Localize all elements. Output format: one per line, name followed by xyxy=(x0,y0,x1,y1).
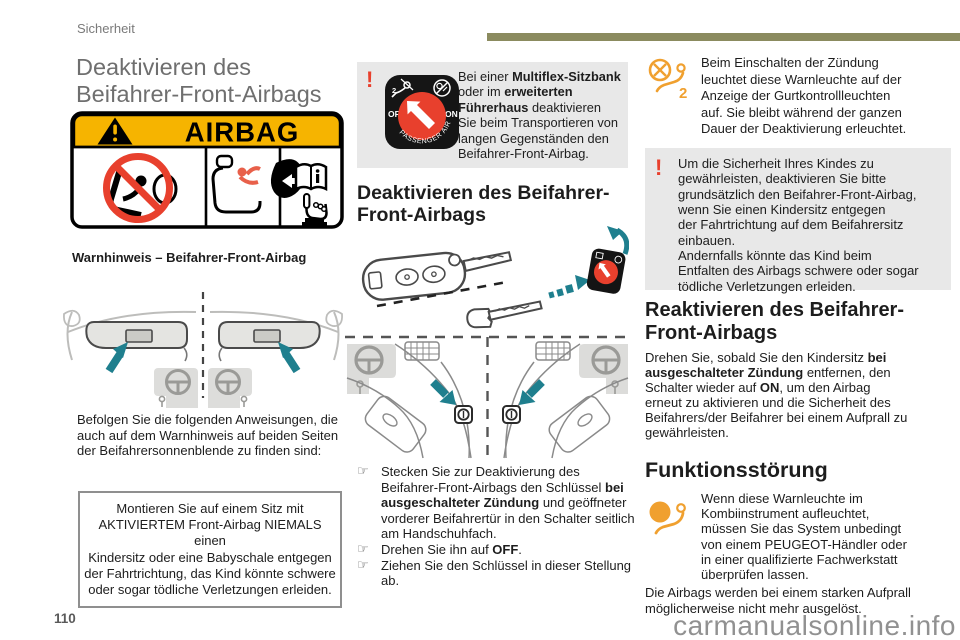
accent-bar xyxy=(487,33,960,41)
page-number: 110 xyxy=(54,611,76,626)
section-label: Sicherheit xyxy=(77,21,135,36)
no-rear-facing-child-seat-icon xyxy=(103,153,178,223)
reactivation-text: Drehen Sie, sobald Sie den Kindersitz be… xyxy=(645,350,908,440)
multiflex-note-text: Bei einer Multiflex-Sitzbank oder im erw… xyxy=(458,69,621,162)
instructions-intro: Befolgen Sie die folgenden Anweisungen, … xyxy=(77,412,339,459)
label-caption: Warnhinweis – Beifahrer-Front-Airbag xyxy=(72,250,307,265)
warning-light-badge: 2 xyxy=(679,85,687,102)
step-text: Drehen Sie ihn auf OFF. xyxy=(381,541,522,557)
warning-light-note: Beim Einschalten der Zündung leuchtet di… xyxy=(701,55,907,136)
switch-thumb-icon xyxy=(586,248,626,294)
switch-on-glyph xyxy=(433,79,451,97)
key-fob-icon xyxy=(361,251,513,301)
step-pointer-icon: ☞ xyxy=(357,557,369,573)
label-yellow-band xyxy=(72,113,342,149)
switch-arrow xyxy=(407,101,435,129)
step-text: Stecken Sie zur Deaktivierung des Beifah… xyxy=(381,464,635,542)
watermark: carmanualsonline.info xyxy=(673,610,956,640)
step-pointer-icon: ☞ xyxy=(357,541,369,557)
key-illustration xyxy=(361,226,629,329)
airbag-label-title: AIRBAG xyxy=(185,117,299,148)
warning-exclamation-icon: ! xyxy=(655,155,663,180)
malfunction-footer: Die Airbags werden bei einem starken Auf… xyxy=(645,585,911,616)
airbag-warning-light-icon xyxy=(649,501,686,535)
switch-badge-2: 2 xyxy=(392,86,396,95)
malfunction-note: Wenn diese Warnleuchte im Kombiinstrumen… xyxy=(701,491,907,583)
dashed-guide-line xyxy=(376,280,508,308)
child-safety-text: Um die Sicherheit Ihres Kindes zu gewähr… xyxy=(678,156,919,294)
warning-triangle-icon xyxy=(97,117,133,145)
key-blade-icon xyxy=(466,300,543,329)
airbag-deactivated-warning-light-icon: 2 xyxy=(648,58,687,102)
step-pointer-icon: ☞ xyxy=(357,464,369,479)
step-item: ☞ Ziehen Sie den Schlüssel in dieser Ste… xyxy=(357,558,637,589)
switch-off-label: OFF xyxy=(388,109,405,119)
airbag-deployment-icon xyxy=(211,154,304,214)
dashboard-illustration xyxy=(345,335,630,460)
warning-exclamation-icon: ! xyxy=(366,67,374,92)
dashboard-left-panel xyxy=(347,342,472,458)
child-safety-warning-box: ! Um die Sicherheit Ihres Kindes zu gewä… xyxy=(645,148,951,294)
child-seat-warning-box: Montieren Sie auf einem Sitz mit AKTIVIE… xyxy=(78,491,342,608)
step-item: ☞ Drehen Sie ihn auf OFF. xyxy=(357,542,637,558)
deactivation-steps: ☞ Stecken Sie zur Deaktivierung des Beif… xyxy=(357,464,637,589)
passenger-airbag-switch-icon: 2 OFF ON PASSENGER AIRBAG xyxy=(384,74,459,149)
insert-arrow-icon xyxy=(548,275,590,299)
page-title: Deaktivieren des Beifahrer-Front-Airbags xyxy=(76,54,322,107)
visor-left-panel xyxy=(64,311,198,408)
reactivation-heading: Reaktivieren des Beifahrer- Front-Airbag… xyxy=(645,299,905,344)
dashboard-right-panel xyxy=(503,342,628,458)
sun-visor-illustration xyxy=(62,292,344,412)
rotate-arrow-icon xyxy=(607,226,629,255)
malfunction-heading: Funktionsstörung xyxy=(645,458,828,482)
switch-on-label: ON xyxy=(445,109,458,119)
step-item: ☞ Stecken Sie zur Deaktivierung des Beif… xyxy=(357,464,637,542)
step-text: Ziehen Sie den Schlüssel in dieser Stell… xyxy=(381,557,632,589)
deactivation-heading: Deaktivieren des Beifahrer- Front-Airbag… xyxy=(357,182,610,227)
multiflex-note-box: ! 2 OFF ON PASSENGER AIRBAG xyxy=(357,62,628,168)
visor-right-panel xyxy=(208,311,342,408)
handbook-icon xyxy=(294,163,328,226)
airbag-warning-label: AIRBAG xyxy=(70,111,344,229)
switch-deactivated-glyph xyxy=(391,78,414,98)
